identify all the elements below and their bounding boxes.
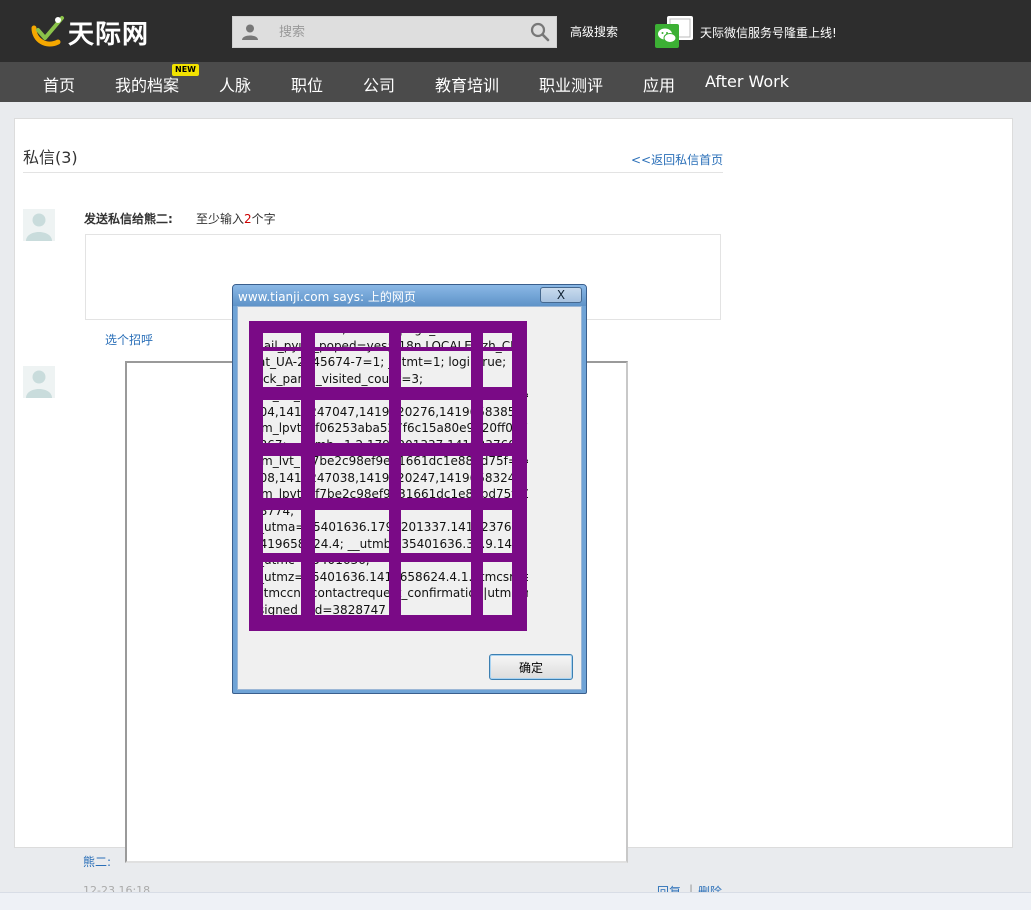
message-sender[interactable]: 熊二:: [83, 855, 112, 869]
wechat-notice[interactable]: 天际微信服务号隆重上线!: [700, 26, 837, 40]
title-divider: [23, 172, 723, 173]
bottom-band: [0, 892, 1031, 910]
site-logo[interactable]: 天际网: [28, 12, 158, 52]
page-title: 私信(3): [23, 148, 78, 167]
purple-grid-overlay: [249, 321, 527, 631]
dialog-body: seccode=close; current_page_name=home; m…: [237, 306, 582, 690]
nav-jobs[interactable]: 职位: [291, 76, 324, 95]
main-nav: 首页 我的档案 NEW 人脉 职位 公司 教育培训 职业测评 应用 After …: [0, 62, 1031, 102]
back-to-inbox-link[interactable]: <<返回私信首页: [631, 153, 724, 167]
nav-home[interactable]: 首页: [43, 76, 76, 95]
nav-after-work[interactable]: After Work: [705, 72, 790, 91]
min-length-number: 2: [244, 212, 252, 226]
send-to-label: 发送私信给熊二:: [84, 212, 173, 226]
dialog-titlebar[interactable]: www.tianji.com says: 上的网页 X: [233, 285, 586, 306]
min-length-hint: 至少输入2个字: [196, 212, 276, 226]
ok-button[interactable]: 确定: [489, 654, 573, 680]
top-header: 天际网 高级搜索 天际微信服务号隆重上线!: [0, 0, 1031, 62]
choose-greeting-link[interactable]: 选个招呼: [105, 333, 154, 347]
nav-my-profile[interactable]: 我的档案: [115, 76, 180, 95]
user-icon: [242, 24, 258, 40]
alert-dialog: www.tianji.com says: 上的网页 X seccode=clos…: [232, 284, 587, 694]
nav-career-test[interactable]: 职业测评: [539, 76, 604, 95]
nav-connections[interactable]: 人脉: [219, 76, 252, 95]
avatar: [23, 366, 55, 398]
logo-text: 天际网: [68, 20, 150, 50]
search-icon[interactable]: [530, 22, 550, 42]
dialog-title: www.tianji.com says: 上的网页: [238, 290, 416, 304]
logo-swoosh-icon: [31, 16, 64, 47]
link-separator: |: [689, 883, 694, 897]
search-input[interactable]: [277, 21, 517, 43]
wechat-icon[interactable]: [655, 16, 693, 48]
new-badge: NEW: [172, 64, 199, 76]
nav-companies[interactable]: 公司: [363, 76, 396, 95]
close-icon[interactable]: X: [540, 287, 582, 303]
nav-education[interactable]: 教育培训: [435, 76, 500, 95]
search-box: [232, 16, 557, 48]
advanced-search-link[interactable]: 高级搜索: [570, 25, 619, 39]
nav-apps[interactable]: 应用: [643, 76, 676, 95]
avatar: [23, 209, 55, 241]
